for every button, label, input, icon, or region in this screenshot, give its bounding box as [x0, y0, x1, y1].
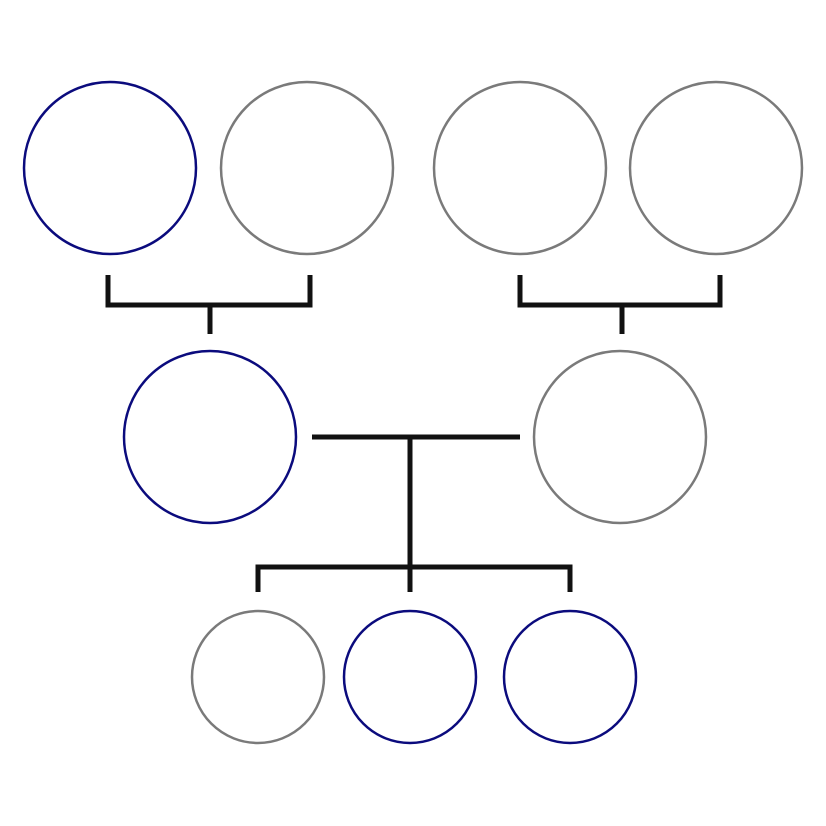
person-node-grandfather-maternal [628, 80, 804, 256]
person-node-grandmother-maternal [432, 80, 608, 256]
person-node-son-2 [502, 609, 638, 745]
person-node-grandfather-paternal [22, 80, 198, 256]
person-node-mother [532, 349, 708, 525]
avatar-circle [190, 609, 326, 745]
person-node-grandmother-paternal [219, 80, 395, 256]
avatar-circle [502, 609, 638, 745]
avatar-circle [122, 349, 298, 525]
avatar-circle [628, 80, 804, 256]
person-node-son-1 [342, 609, 478, 745]
avatar-circle [219, 80, 395, 256]
connector-line [517, 275, 723, 308]
person-node-father [122, 349, 298, 525]
person-nodes [22, 80, 804, 745]
connector-line [255, 564, 573, 592]
connectors [105, 275, 723, 592]
connector-line [105, 275, 313, 308]
avatar-circle [432, 80, 608, 256]
person-node-daughter [190, 609, 326, 745]
avatar-circle [532, 349, 708, 525]
avatar-circle [22, 80, 198, 256]
avatar-circle [342, 609, 478, 745]
